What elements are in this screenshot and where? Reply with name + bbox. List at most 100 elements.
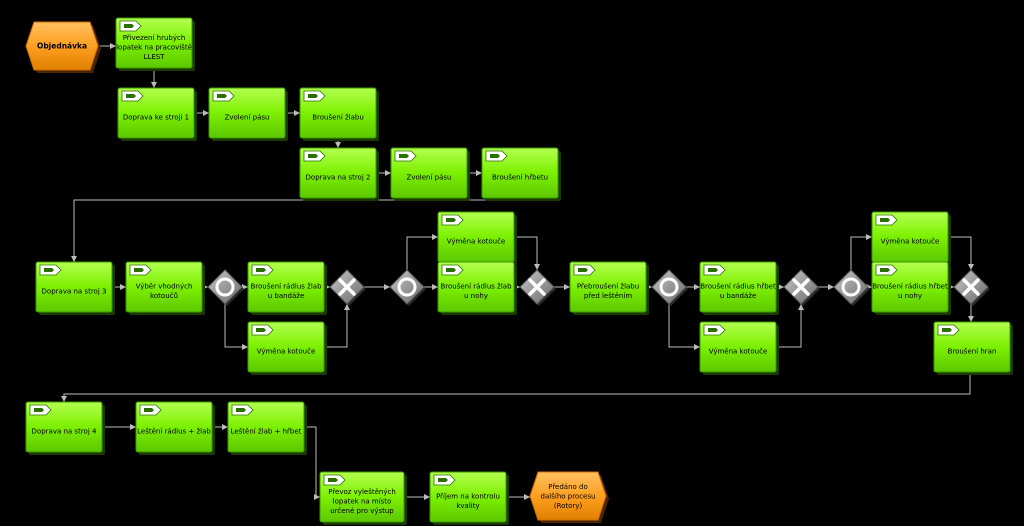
node-label: LLEST — [144, 53, 166, 61]
arrow-flag-icon — [875, 214, 898, 226]
node-label: Zvolení pásu — [407, 173, 452, 181]
or-node[interactable] — [389, 269, 426, 306]
function-node[interactable]: Broušení hran — [933, 321, 1013, 375]
node-label: Výměna kotouče — [447, 237, 506, 245]
node-label: Přivezení hrubých — [123, 34, 186, 42]
node-label: Broušení hřbetu — [492, 173, 548, 181]
xor-cross-icon — [962, 278, 980, 296]
function-node[interactable]: Výměna kotouče — [699, 321, 779, 375]
function-node[interactable]: Zvolení pásu — [390, 147, 470, 201]
arrow-flag-icon — [303, 90, 326, 102]
connector-arrow — [668, 304, 700, 350]
node-label: kotoučů — [150, 292, 178, 300]
function-node[interactable]: Broušení rádius žlabu bandáže — [247, 261, 327, 315]
arrow-flag-icon — [251, 324, 274, 336]
function-node[interactable]: Broušení rádius hřbetu nohy — [871, 261, 951, 315]
connector-arrow — [514, 236, 540, 270]
node-label: Příjem na kontrolu — [436, 493, 500, 501]
connector-arrow — [948, 236, 974, 270]
function-node[interactable]: Leštění rádius + žlab — [135, 401, 215, 455]
or-circle-icon — [215, 277, 235, 297]
node-label: Výměna kotouče — [709, 347, 768, 355]
xor-node[interactable] — [953, 269, 990, 306]
arrow-flag-icon — [251, 264, 274, 276]
node-label: u nohy — [898, 292, 922, 300]
or-node[interactable] — [207, 269, 244, 306]
node-label: Doprava na stroj 3 — [42, 287, 107, 295]
xor-node[interactable] — [783, 269, 820, 306]
arrow-flag-icon — [703, 264, 726, 276]
connector-arrow — [776, 304, 804, 348]
node-label: dalšího procesu — [541, 492, 596, 500]
arrow-flag-icon — [703, 324, 726, 336]
xor-node[interactable] — [329, 269, 366, 306]
arrow-flag-icon — [129, 264, 152, 276]
function-node[interactable]: Leštění žlab + hřbet — [227, 401, 307, 455]
node-label: Broušení hran — [948, 347, 997, 355]
function-node[interactable]: Broušení rádius žlabu nohy — [437, 261, 517, 315]
node-label: Doprava ke stroji 1 — [123, 113, 189, 121]
node-label: Broušení rádius žlab — [440, 283, 512, 291]
arrow-flag-icon — [29, 404, 52, 416]
arrow-flag-icon — [573, 264, 596, 276]
or-circle-icon — [659, 277, 679, 297]
arrow-flag-icon — [323, 474, 346, 486]
function-node[interactable]: Výměna kotouče — [247, 321, 327, 375]
node-label: (Rotory) — [554, 502, 583, 510]
arrow-flag-icon — [433, 474, 456, 486]
function-node[interactable]: Doprava na stroj 2 — [299, 147, 379, 201]
node-label: Broušení rádius hřbet — [700, 283, 776, 291]
function-node[interactable]: Zvolení pásu — [208, 87, 288, 141]
node-label: Doprava na stroj 4 — [32, 427, 97, 435]
function-node[interactable]: Doprava na stroj 4 — [25, 401, 105, 455]
xor-cross-icon — [792, 278, 810, 296]
connector-arrow — [61, 372, 971, 402]
arrow-flag-icon — [394, 150, 417, 162]
arrow-flag-icon — [441, 264, 464, 276]
function-node[interactable]: Výměna kotouče — [437, 211, 517, 265]
xor-node[interactable] — [519, 269, 556, 306]
arrow-flag-icon — [212, 90, 235, 102]
node-label: před leštěním — [584, 292, 632, 300]
node-label: Převoz vyleštěných — [328, 488, 396, 496]
node-label: Objednávka — [37, 42, 87, 51]
arrow-flag-icon — [139, 404, 162, 416]
function-node[interactable]: Doprava ke stroji 1 — [117, 87, 197, 141]
node-label: Výběr vhodných — [136, 283, 193, 291]
event-node[interactable]: Objednávka — [25, 21, 101, 73]
function-node[interactable]: Broušení hřbetu — [481, 147, 561, 201]
function-node[interactable]: Doprava na stroj 3 — [35, 261, 115, 315]
or-node[interactable] — [833, 269, 870, 306]
connector-arrow — [304, 426, 320, 500]
arrow-flag-icon — [121, 90, 144, 102]
function-node[interactable]: Broušení žlabu — [299, 87, 379, 141]
arrow-flag-icon — [39, 264, 62, 276]
node-label: u nohy — [464, 292, 488, 300]
node-label: Předáno do — [548, 483, 588, 491]
arrow-flag-icon — [303, 150, 326, 162]
xor-cross-icon — [528, 278, 546, 296]
function-node[interactable]: Broušení rádius hřbetu bandáže — [699, 261, 779, 315]
or-node[interactable] — [651, 269, 688, 306]
node-label: u bandáže — [720, 292, 757, 300]
connector-arrow — [324, 304, 350, 348]
arrow-flag-icon — [485, 150, 508, 162]
function-node[interactable]: Výměna kotouče — [871, 211, 951, 265]
node-label: Broušení rádius hřbet — [872, 283, 948, 291]
arrow-flag-icon — [231, 404, 254, 416]
node-label: Broušení žlabu — [312, 113, 364, 121]
arrow-flag-icon — [875, 264, 898, 276]
node-label: lopatek na místo — [333, 497, 392, 505]
node-label: Leštění rádius + žlab — [137, 427, 211, 435]
node-label: u bandáže — [268, 292, 305, 300]
node-label: Přebroušení žlabu — [577, 283, 639, 291]
node-label: Broušení rádius žlab — [250, 283, 322, 291]
